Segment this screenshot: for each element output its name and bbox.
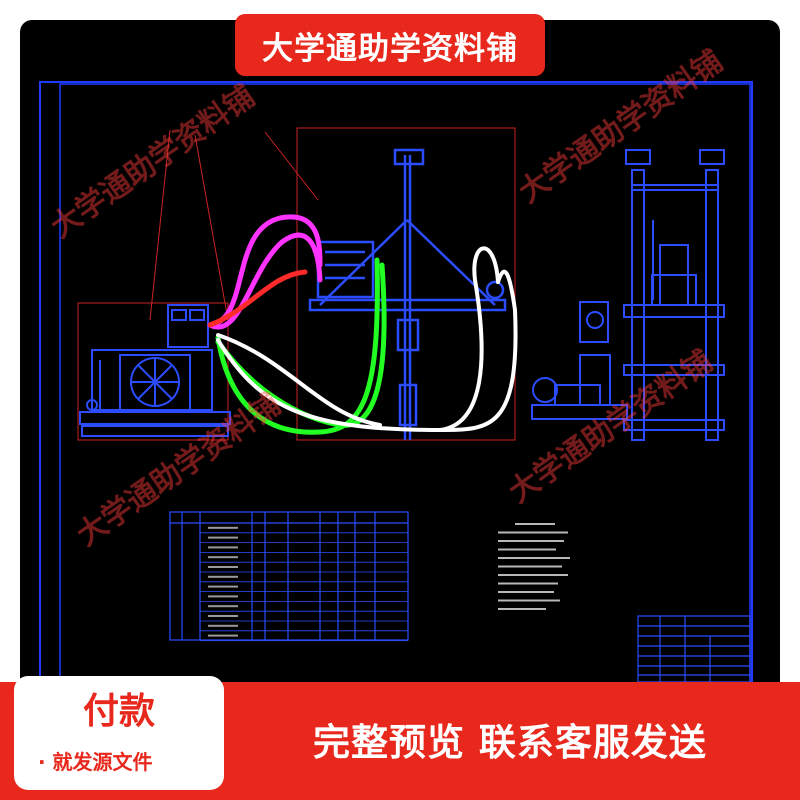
- requirement-line: [498, 540, 564, 542]
- requirement-line: [498, 582, 558, 585]
- cad-drawing-canvas: 大学通助学资料铺 大学通助学资料铺 大学通助学资料铺 大学通助学资料铺: [20, 20, 780, 780]
- table-cell-mark: [208, 634, 238, 637]
- requirement-line: [498, 608, 546, 610]
- payment-title: 付款: [82, 691, 155, 732]
- table-cell-mark: [208, 615, 238, 617]
- mechanical-drawing: [39, 81, 753, 687]
- store-banner: 大学通助学资料铺: [235, 14, 545, 76]
- table-cell-mark: [208, 575, 238, 578]
- table-cell-mark: [208, 536, 238, 539]
- requirement-line: [498, 565, 562, 568]
- table-cell-mark: [208, 526, 238, 529]
- payment-note: · 就发源文件: [38, 750, 153, 774]
- table-cell-mark: [208, 566, 238, 568]
- table-cell-mark: [208, 595, 238, 598]
- requirement-line: [498, 557, 570, 559]
- requirement-line: [498, 548, 556, 551]
- requirement-line: [515, 523, 555, 525]
- table-cell-mark: [208, 605, 238, 608]
- requirement-line: [498, 531, 568, 534]
- table-cell-mark: [208, 546, 238, 549]
- payment-card[interactable]: 付款 · 就发源文件: [14, 676, 224, 790]
- requirement-line: [498, 574, 568, 576]
- requirement-line: [498, 591, 554, 593]
- table-cell-mark: [208, 556, 238, 559]
- promo-text: 完整预览 联系客服发送: [313, 721, 707, 764]
- table-cell-mark: [208, 585, 238, 588]
- requirement-line: [498, 599, 560, 602]
- table-cell-mark: [208, 624, 238, 627]
